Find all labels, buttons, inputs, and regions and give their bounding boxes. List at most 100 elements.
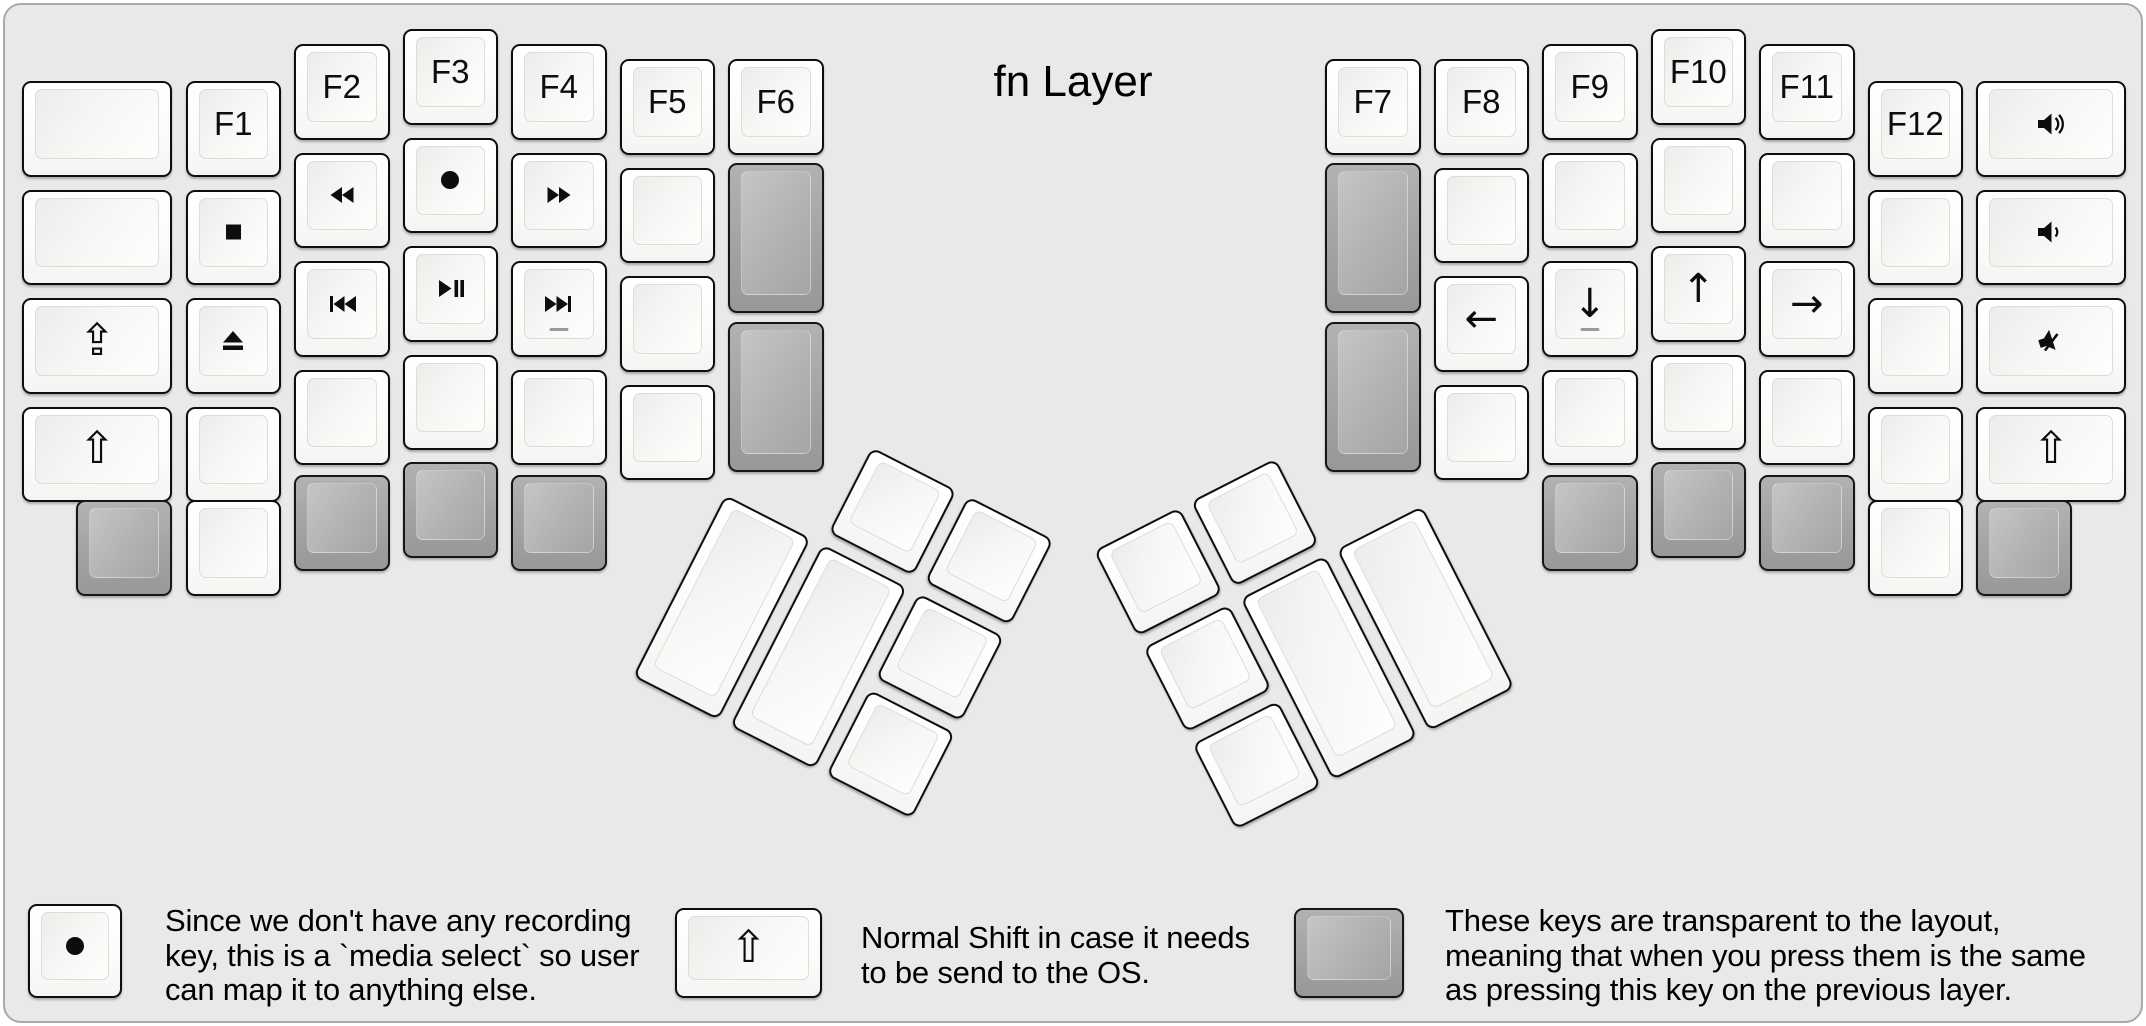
key-label: ↓ [1572, 280, 1607, 327]
key-f10[interactable]: F10 [1650, 29, 1746, 125]
rewind-icon [330, 187, 354, 204]
key-arrow-up[interactable]: ↑ [1650, 246, 1746, 342]
key-label: F3 [430, 53, 470, 91]
key-blank[interactable] [1433, 167, 1529, 263]
keytop: F6 [741, 67, 811, 137]
layer-title: fn Layer [993, 57, 1153, 106]
keytop [307, 160, 377, 230]
volume-mute-icon [2038, 329, 2059, 352]
key-blank[interactable] [1650, 137, 1746, 233]
key-shift[interactable]: ⇧ [22, 406, 172, 502]
key-volume-mute[interactable] [1976, 298, 2126, 394]
key-stop[interactable] [185, 189, 281, 285]
key-transparent[interactable] [1976, 500, 2072, 596]
keytop [1880, 414, 1950, 484]
key-blank[interactable] [1433, 384, 1529, 480]
key-transparent[interactable] [1542, 475, 1638, 571]
key-f12[interactable]: F12 [1867, 81, 1963, 177]
keytop [741, 171, 811, 295]
key-blank[interactable] [185, 500, 281, 596]
key-f4[interactable]: F4 [511, 44, 607, 140]
key-record[interactable] [402, 137, 498, 233]
legend-transparent-key [1294, 908, 1404, 998]
key-blank[interactable] [619, 276, 715, 372]
key-volume-down[interactable] [1976, 189, 2126, 285]
keytop [1338, 171, 1408, 295]
key-eject[interactable] [185, 298, 281, 394]
keytop: ⇧ [688, 916, 809, 980]
keytop [415, 145, 485, 215]
key-blank[interactable] [1867, 298, 1963, 394]
key-blank[interactable] [511, 369, 607, 465]
keytop [1663, 145, 1733, 215]
key-f9[interactable]: F9 [1542, 44, 1638, 140]
key-play-pause[interactable] [402, 246, 498, 342]
keytop [415, 254, 485, 324]
key-caps-lock[interactable]: ⇪ [22, 298, 172, 394]
key-f3[interactable]: F3 [402, 29, 498, 125]
key-arrow-left[interactable]: ← [1433, 276, 1529, 372]
key-f2[interactable]: F2 [294, 44, 390, 140]
key-f8[interactable]: F8 [1433, 59, 1529, 155]
key-blank[interactable] [1542, 152, 1638, 248]
key-blank[interactable] [1650, 354, 1746, 450]
key-fast-forward[interactable] [511, 152, 607, 248]
key-blank[interactable] [619, 384, 715, 480]
key-transparent[interactable] [511, 475, 607, 571]
key-f5[interactable]: F5 [619, 59, 715, 155]
key-blank[interactable] [1759, 369, 1855, 465]
keytop [1108, 520, 1203, 615]
key-transparent[interactable] [1759, 475, 1855, 571]
key-transparent[interactable] [76, 500, 172, 596]
key-f1[interactable]: F1 [185, 81, 281, 177]
key-label: ← [1464, 295, 1498, 342]
keytop [35, 89, 159, 159]
keytop [524, 160, 594, 230]
key-arrow-down[interactable]: ↓ [1542, 261, 1638, 357]
keytop [1989, 89, 2113, 159]
key-f6[interactable]: F6 [728, 59, 824, 155]
keytop: F3 [415, 37, 485, 107]
key-label: ⇧ [2032, 423, 2070, 475]
key-transparent[interactable] [1325, 321, 1421, 472]
key-blank[interactable] [1759, 152, 1855, 248]
keytop: ⇧ [1989, 414, 2113, 484]
key-next-track[interactable] [511, 261, 607, 357]
keytop [524, 269, 594, 339]
key-rewind[interactable] [294, 152, 390, 248]
key-blank[interactable] [22, 189, 172, 285]
volume-down-icon [2038, 221, 2059, 243]
key-blank[interactable] [1867, 189, 1963, 285]
key-blank[interactable] [619, 167, 715, 263]
key-transparent[interactable] [1325, 163, 1421, 313]
legend-line: key, this is a `media select` so user [165, 937, 640, 973]
key-label: F5 [647, 83, 687, 121]
key-shift[interactable]: ⇧ [1976, 406, 2126, 502]
key-blank[interactable] [1867, 406, 1963, 502]
key-transparent[interactable] [294, 475, 390, 571]
key-transparent[interactable] [728, 321, 824, 472]
keytop [1880, 197, 1950, 267]
key-volume-up[interactable] [1976, 81, 2126, 177]
key-blank[interactable] [294, 369, 390, 465]
key-transparent[interactable] [728, 163, 824, 313]
key-blank[interactable] [185, 406, 281, 502]
key-transparent[interactable] [402, 462, 498, 558]
record-icon [441, 171, 460, 190]
key-f7[interactable]: F7 [1325, 59, 1421, 155]
legend-line: meaning that when you press them is the … [1445, 937, 2086, 973]
key-arrow-right[interactable]: → [1759, 261, 1855, 357]
key-label: ↑ [1681, 265, 1715, 312]
key-label: F12 [1886, 105, 1944, 143]
key-f11[interactable]: F11 [1759, 44, 1855, 140]
key-blank[interactable] [402, 354, 498, 450]
keytop: ↑ [1663, 254, 1733, 324]
keytop [1158, 617, 1252, 711]
key-blank[interactable] [1542, 369, 1638, 465]
legend-record-key [28, 904, 122, 998]
key-blank[interactable] [1867, 500, 1963, 596]
key-blank[interactable] [22, 81, 172, 177]
key-prev-track[interactable] [294, 261, 390, 357]
key-transparent[interactable] [1650, 462, 1746, 558]
